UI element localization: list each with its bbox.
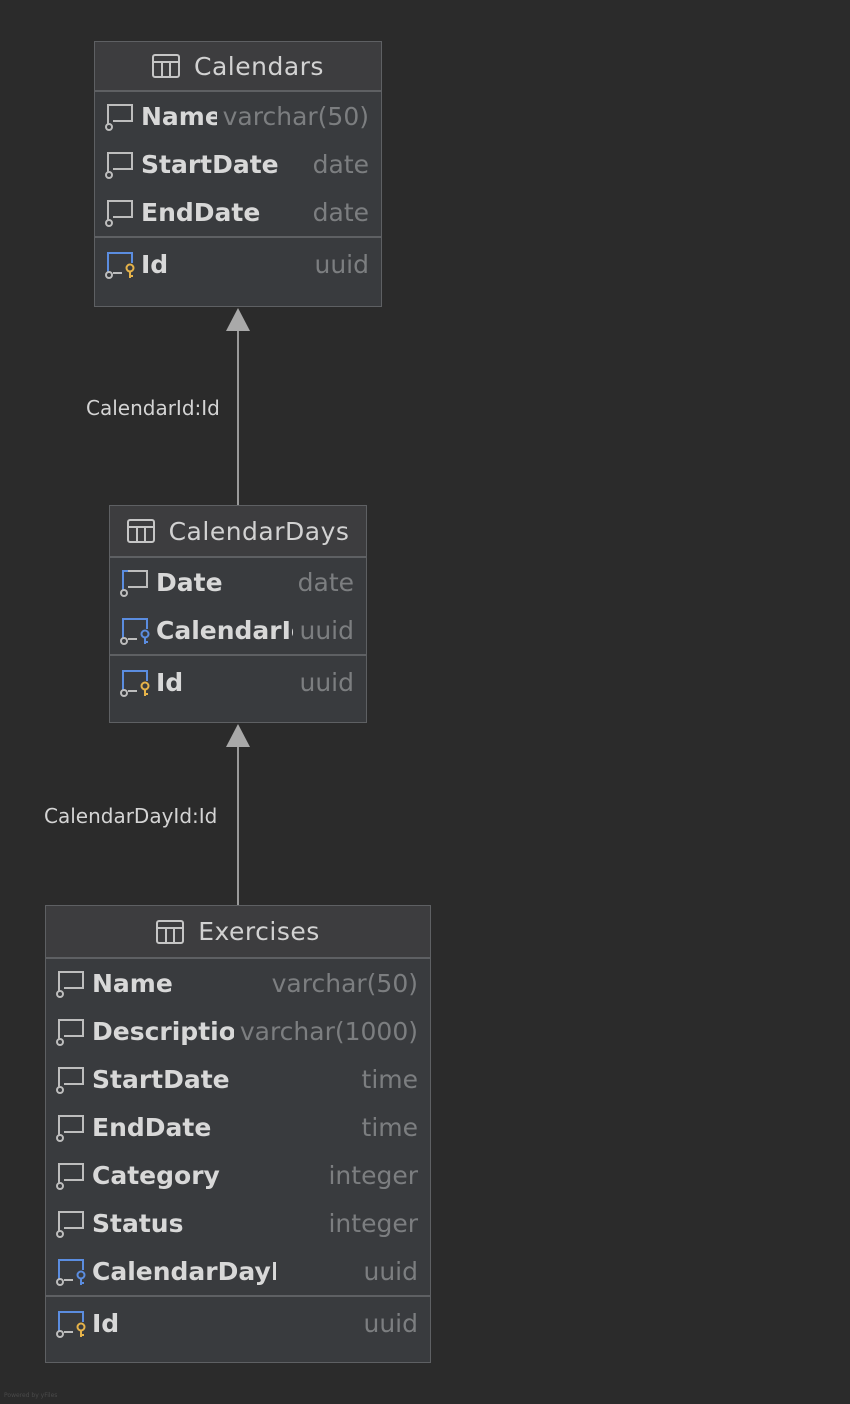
column-row[interactable]: StartDate date bbox=[95, 140, 381, 188]
column-type: uuid bbox=[299, 667, 354, 697]
table-title: Calendars bbox=[194, 51, 324, 81]
table-icon bbox=[152, 54, 181, 78]
column-row[interactable]: Category integer bbox=[46, 1151, 430, 1199]
primary-key-icon bbox=[118, 667, 152, 697]
foreign-key-icon bbox=[54, 1256, 88, 1286]
table-icon bbox=[126, 519, 155, 543]
column-row[interactable]: Name varchar(50) bbox=[46, 959, 430, 1007]
column-name: Name bbox=[92, 968, 173, 998]
column-name: CalendarIc bbox=[156, 615, 294, 645]
primary-key-icon bbox=[54, 1308, 88, 1338]
column-name: Id bbox=[156, 667, 184, 697]
column-row[interactable]: Description varchar(1000) bbox=[46, 1007, 430, 1055]
column-icon bbox=[103, 197, 137, 227]
column-type: date bbox=[312, 197, 369, 227]
column-name: Description bbox=[92, 1016, 234, 1046]
table-icon bbox=[156, 919, 185, 944]
foreign-key-icon bbox=[118, 615, 152, 645]
column-row[interactable]: Date date bbox=[110, 558, 366, 606]
column-type: date bbox=[312, 149, 369, 179]
column-type: date bbox=[297, 567, 354, 597]
column-type: uuid bbox=[363, 1308, 418, 1338]
column-name: Status bbox=[92, 1208, 184, 1238]
column-row[interactable]: EndDate time bbox=[46, 1103, 430, 1151]
column-name: CalendarDayIc bbox=[92, 1256, 276, 1286]
column-row[interactable]: Status integer bbox=[46, 1199, 430, 1247]
column-icon bbox=[54, 1208, 88, 1238]
column-name: Id bbox=[141, 249, 169, 279]
column-type: varchar(1000) bbox=[239, 1016, 418, 1046]
table-calendar-days[interactable]: CalendarDays Date date CalendarIc uuid I… bbox=[109, 505, 367, 723]
column-type: time bbox=[361, 1064, 418, 1094]
column-icon bbox=[103, 149, 137, 179]
column-row[interactable]: CalendarDayIc uuid bbox=[46, 1247, 430, 1295]
column-row[interactable]: StartDate time bbox=[46, 1055, 430, 1103]
primary-key-icon bbox=[103, 249, 137, 279]
column-icon bbox=[54, 1016, 88, 1046]
relation-label-calendar-id: CalendarId:Id bbox=[86, 396, 220, 420]
table-exercises[interactable]: Exercises Name varchar(50) Description v… bbox=[45, 905, 431, 1363]
column-icon bbox=[54, 1160, 88, 1190]
column-icon bbox=[54, 1064, 88, 1094]
column-type: varchar(50) bbox=[222, 101, 369, 131]
column-name: StartDate bbox=[92, 1064, 230, 1094]
column-type: uuid bbox=[299, 615, 354, 645]
column-name: Category bbox=[92, 1160, 220, 1190]
footer-credit: Powered by yFiles bbox=[4, 1392, 58, 1399]
table-calendars[interactable]: Calendars Name varchar(50) StartDate dat… bbox=[94, 41, 382, 307]
column-row[interactable]: CalendarIc uuid bbox=[110, 606, 366, 654]
column-icon bbox=[103, 101, 137, 131]
column-type: time bbox=[361, 1112, 418, 1142]
column-type: uuid bbox=[314, 249, 369, 279]
table-header[interactable]: CalendarDays bbox=[110, 506, 366, 558]
primary-key-row[interactable]: Id uuid bbox=[110, 654, 366, 708]
relation-label-calendar-day-id: CalendarDayId:Id bbox=[44, 804, 218, 828]
column-name: Id bbox=[92, 1308, 120, 1338]
column-name: EndDate bbox=[141, 197, 261, 227]
column-icon bbox=[118, 567, 152, 597]
column-icon bbox=[54, 1112, 88, 1142]
column-name: EndDate bbox=[92, 1112, 212, 1142]
column-name: StartDate bbox=[141, 149, 279, 179]
column-name: Date bbox=[156, 567, 223, 597]
column-type: integer bbox=[328, 1160, 418, 1190]
primary-key-row[interactable]: Id uuid bbox=[95, 236, 381, 290]
table-header[interactable]: Exercises bbox=[46, 906, 430, 959]
table-title: Exercises bbox=[198, 917, 320, 946]
column-type: varchar(50) bbox=[271, 968, 418, 998]
table-header[interactable]: Calendars bbox=[95, 42, 381, 92]
column-type: uuid bbox=[363, 1256, 418, 1286]
column-row[interactable]: Name varchar(50) bbox=[95, 92, 381, 140]
column-icon bbox=[54, 968, 88, 998]
column-type: integer bbox=[328, 1208, 418, 1238]
primary-key-row[interactable]: Id uuid bbox=[46, 1295, 430, 1349]
column-name: Name bbox=[141, 101, 217, 131]
table-title: CalendarDays bbox=[168, 516, 350, 546]
column-row[interactable]: EndDate date bbox=[95, 188, 381, 236]
